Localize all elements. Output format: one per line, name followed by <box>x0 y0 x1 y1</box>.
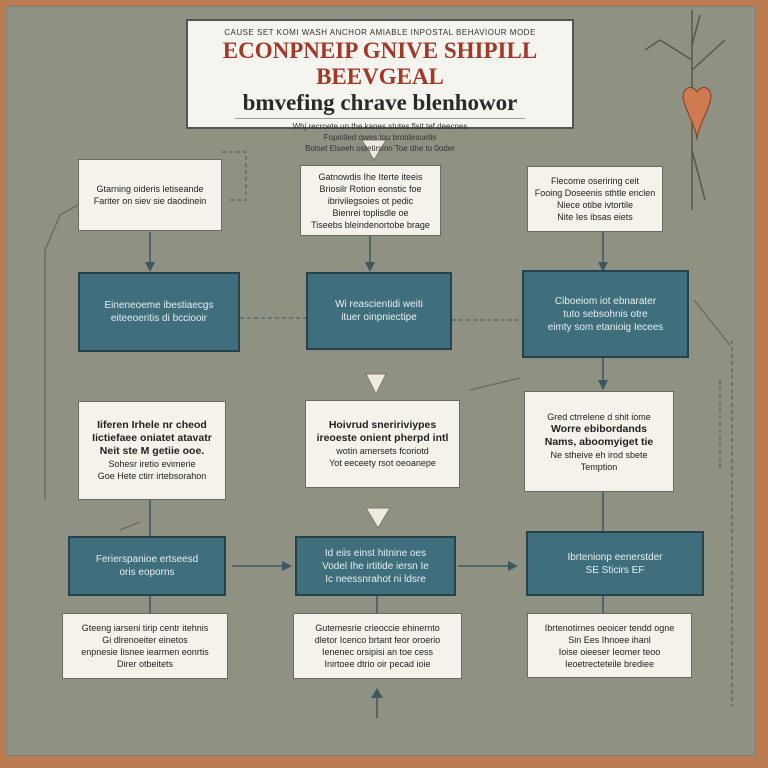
node-text: Flecome oseriring ceit <box>550 176 640 186</box>
node-text: Fariter on siev sie daodinein <box>93 196 207 206</box>
title-kicker: CAUSE SET KOMI WASH ANCHOR AMIABLE INPOS… <box>224 28 536 37</box>
node-text: Yot eeceety rsot oeoanepe <box>329 458 436 468</box>
side-connector <box>693 299 731 346</box>
node-text: Gatnowdis Ihe Iterte iteeis <box>318 171 423 182</box>
node-text: oris eoporns <box>119 567 175 578</box>
node-text: Nite Ies ibsas eiets <box>557 212 633 222</box>
node-text: Gred ctrrelene d shit iome <box>547 411 651 422</box>
title-sub-1: Whj recroete un the kanes stutes fisit t… <box>292 122 468 131</box>
chevron-down-icon <box>365 507 391 529</box>
node-text: ituer oinpniectipe <box>341 312 417 323</box>
node-text: wotin amersets fcoriotd <box>336 446 429 456</box>
node-text: Vodel Ihe irtitide iersn Ie <box>322 560 429 572</box>
node-text: Iictiefaee oniatet atavatr <box>92 432 212 444</box>
node-text: Ieoetrecteteile brediee <box>564 658 655 669</box>
node-text: Temption <box>580 461 618 472</box>
node-n1: Gtarning oideris letiseande Fariter on s… <box>78 159 222 231</box>
title-sub-3: Bolset Elseeh ostetirsion Toe dhe to 0od… <box>305 144 455 153</box>
node-text: Ibrtenionp eenerstder <box>567 551 663 563</box>
node-text: eimty som etanioig Iecees <box>547 321 664 333</box>
node-n14: Gutemesrie crieoccie ehinernto dletor Ic… <box>293 613 462 679</box>
node-n10: Ferierspanioe ertseesd oris eoporns <box>68 536 226 596</box>
node-text: eiteeoeritis di bcciooir <box>110 313 208 324</box>
node-n12: Ibrtenionp eenerstder SE Sticirs EF <box>526 531 704 596</box>
node-n4: Eineneoeme ibestiaecgs eiteeoeritis di b… <box>78 272 240 352</box>
node-text: Inirtoee dtrio oir pecad ioie <box>324 659 431 669</box>
node-text: Nams, aboomyiget tie <box>544 435 654 448</box>
branch-icon <box>644 10 726 210</box>
node-n11: Id eiis einst hitnine oes Vodel Ihe irti… <box>295 536 456 596</box>
node-text: Ioise oieeser Ieomer teoo <box>558 646 661 657</box>
node-n8: Hoivrud sneririviypes ireoeste onient ph… <box>305 400 460 488</box>
side-connector <box>44 204 79 500</box>
node-text: Ienenec orsipisi an toe cess <box>321 647 434 657</box>
node-text: Worre ebibordands <box>550 422 648 435</box>
title-line-1: ECONPNEIP GNIVE SHIPILL BEEVGEAL <box>222 38 538 89</box>
node-text: Direr otbeitets <box>116 659 174 669</box>
side-connector <box>469 377 521 391</box>
title-box: CAUSE SET KOMI WASH ANCHOR AMIABLE INPOS… <box>186 19 574 153</box>
node-text: Tiseebs bleindenortobe brage <box>311 219 430 230</box>
node-text: Id eiis einst hitnine oes <box>324 547 427 559</box>
heart-icon <box>682 87 712 141</box>
node-text: Bienrei toplisdle oe <box>332 207 409 218</box>
node-text: Iiferen Irhele nr cheod <box>97 419 207 431</box>
node-n15: Ibrtenotirnes oeoicer tendd ogne Sin Ees… <box>527 613 692 678</box>
chevron-down-icon <box>361 139 387 161</box>
node-text: Hoivrud sneririviypes <box>328 419 437 431</box>
title-sub-2: Fopistied owes tou brotdesuetis <box>323 133 437 142</box>
node-text: Ic neessnrahot ni ldsre <box>325 573 426 585</box>
node-text: SE Sticirs EF <box>585 564 645 576</box>
title-divider <box>235 118 525 119</box>
node-text: dletor Icenco brtant feor oroerio <box>314 635 441 645</box>
node-text: Ibrtenotirnes oeoicer tendd ogne <box>544 622 675 633</box>
node-text: Gtarning oideris letiseande <box>96 184 204 194</box>
node-text: Ferierspanioe ertseesd <box>95 554 199 565</box>
node-text: Briosilr Rotion eonstic foe <box>319 183 422 194</box>
node-text: Gi dlrenoeiter einetos <box>102 635 188 645</box>
node-text: Ne stheive eh irod sbete <box>550 449 648 460</box>
node-text: Gutemesrie crieoccie ehinernto <box>315 623 440 633</box>
node-text: Goe Hete ctirr irtebsorahon <box>97 471 207 481</box>
node-text: Neit ste M getiie ooe. <box>99 445 205 457</box>
title-line-2: bmvefing chrave blenhowor <box>242 90 518 115</box>
node-text: enpnesie Iisnee iearmen eonrtis <box>81 647 209 657</box>
node-text: Eineneoeme ibestiaecgs <box>104 300 214 311</box>
node-n5: Wi reascientidi weiti ituer oinpniectipe <box>306 272 452 350</box>
node-n9: Gred ctrrelene d shit iome Worre ebibord… <box>524 391 674 492</box>
node-text: Sohesr iretio evimerie <box>108 459 196 469</box>
node-text: Gteeng iarseni tirip centr itehnis <box>81 623 209 633</box>
side-connector <box>119 521 141 531</box>
node-text: tuto sebsohnis otre <box>563 308 648 320</box>
node-n3: Flecome oseriring ceit Fooing Doseenis s… <box>527 166 663 232</box>
node-n7: Iiferen Irhele nr cheod Iictiefaee oniat… <box>78 401 226 500</box>
node-text: Sin Ees Ihnoee ihanl <box>568 634 651 645</box>
node-text: Wi reascientidi weiti <box>335 299 423 310</box>
node-text: Niece otibe ivtortile <box>556 200 634 210</box>
node-text: ireoeste onient pherpd intl <box>316 432 449 444</box>
node-text: Ciboeiom iot ebnarater <box>554 295 657 307</box>
node-text: ibrivilegsoies ot pedic <box>327 195 414 206</box>
node-text: Fooing Doseenis sthtle enclen <box>534 188 656 198</box>
node-n13: Gteeng iarseni tirip centr itehnis Gi dl… <box>62 613 228 679</box>
dashed-connector <box>222 151 247 201</box>
node-n2: Gatnowdis Ihe Iterte iteeis Briosilr Rot… <box>300 165 441 236</box>
node-n6: Ciboeiom iot ebnarater tuto sebsohnis ot… <box>522 270 689 358</box>
chevron-down-icon <box>365 373 387 396</box>
